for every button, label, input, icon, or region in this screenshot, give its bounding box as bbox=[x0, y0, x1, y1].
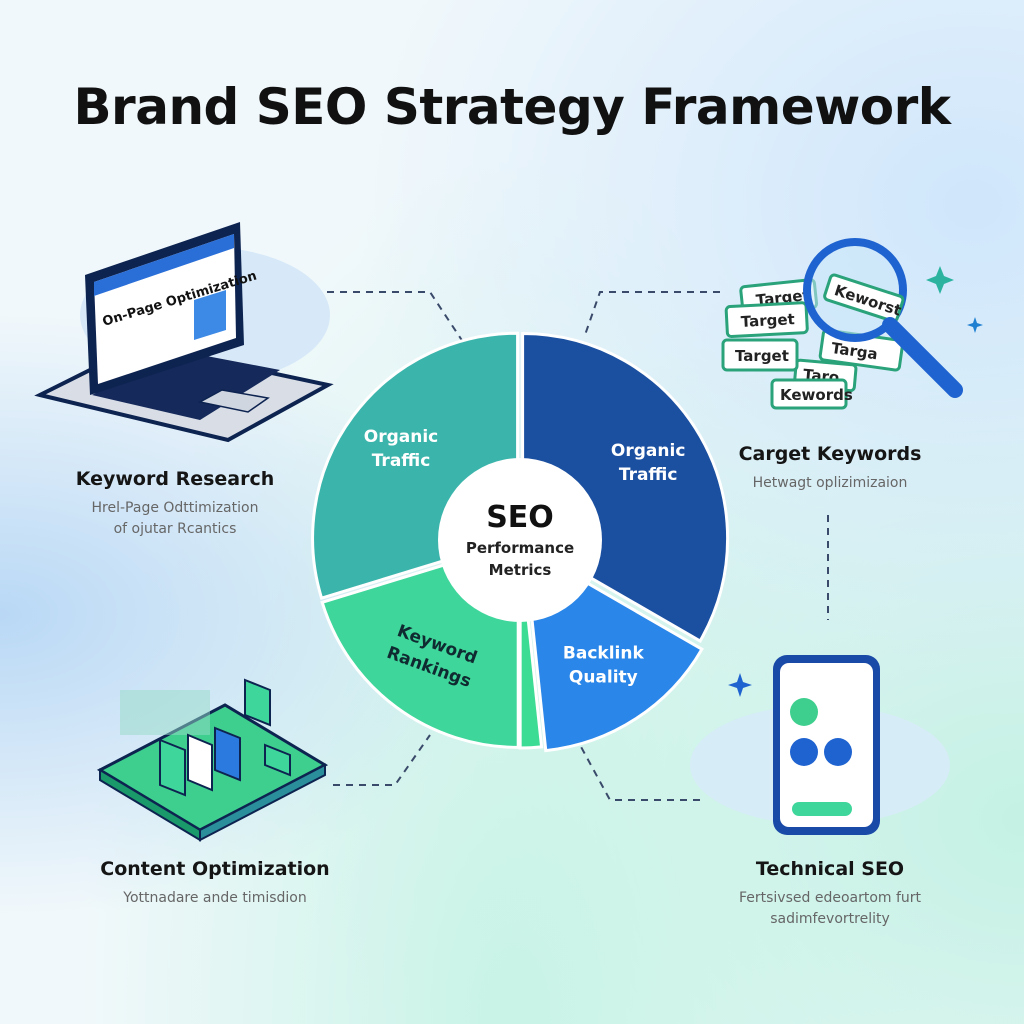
card-keyword-research: Keyword Research Hrel-Page Odttimization… bbox=[40, 468, 310, 540]
sparkle-icon bbox=[728, 673, 752, 697]
card-title: Keyword Research bbox=[75, 468, 275, 490]
card-title: Technical SEO bbox=[755, 858, 905, 880]
card-title: Content Optimization bbox=[100, 858, 330, 880]
content-chart-illustration bbox=[96, 678, 329, 842]
phone-illustration bbox=[728, 655, 880, 835]
connector-target-keywords bbox=[584, 291, 720, 336]
connectors bbox=[288, 291, 829, 801]
connector-keyword-research bbox=[288, 291, 466, 346]
laptop-illustration: On-Page Optimization bbox=[34, 222, 334, 443]
card-content-optimization: Content Optimization Yottnadare ande tim… bbox=[70, 858, 360, 909]
svg-text:Target: Target bbox=[740, 310, 795, 331]
svg-text:Kewords: Kewords bbox=[780, 386, 853, 404]
pie-center bbox=[438, 458, 602, 622]
sparkle-icon bbox=[926, 266, 954, 294]
connector-content bbox=[333, 734, 431, 786]
svg-text:Target: Target bbox=[735, 347, 789, 365]
connector-technical bbox=[579, 744, 700, 801]
card-desc: Yottnadare ande timisdion bbox=[123, 890, 307, 906]
center-title: SEO bbox=[486, 500, 554, 535]
card-title: Carget Keywords bbox=[738, 443, 922, 465]
page-title: Brand SEO Strategy Framework bbox=[73, 78, 951, 136]
keyword-chips-illustration: Target Target Targa Taro Target Kewords … bbox=[721, 238, 983, 410]
card-target-keywords: Carget Keywords Hetwagt oplizimizaion bbox=[700, 443, 960, 494]
sparkle-icon bbox=[967, 317, 983, 333]
card-desc: Hetwagt oplizimizaion bbox=[752, 475, 908, 491]
